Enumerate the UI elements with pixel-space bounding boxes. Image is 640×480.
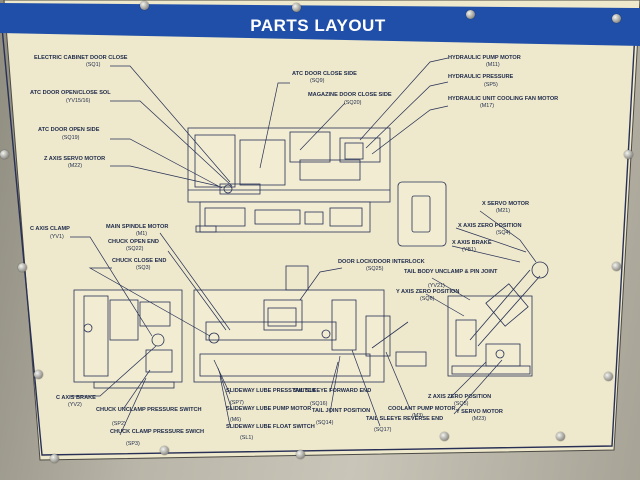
code-y-axis-zero-position: (SQ6) — [420, 296, 435, 302]
mounting-screw — [604, 372, 613, 381]
code-hydraulic-pump-motor: (M11) — [486, 62, 500, 68]
mounting-screw — [0, 150, 9, 159]
label-tail-sleeve-reverse-end: TAIL SLEEYE REVERSE END — [366, 416, 443, 422]
label-coolant-pump-motor: COOLANT PUMP MOTOR — [388, 406, 456, 412]
code-c-axis-clamp: (YV1) — [50, 234, 64, 240]
code-c-axis-brake: (YV2) — [68, 402, 82, 408]
label-hydraulic-pressure: HYDRAULIC PRESSURE — [448, 74, 514, 80]
code-slideway-lube-float-switch: (SL1) — [240, 435, 253, 441]
x-axis-slide — [485, 283, 529, 327]
label-electric-cabinet-door-close: ELECTRIC CABINET DOOR CLOSE — [34, 55, 128, 61]
mounting-screw — [296, 450, 305, 459]
left-side-view-machine — [73, 289, 183, 389]
code-x-axis-brake: (YB1) — [462, 247, 476, 253]
label-chuck-clamp-pressure-swich: CHUCK CLAMP PRESSURE SWICH — [110, 429, 204, 435]
label-slideway-lube-pump-motor: SLIDEWAY LUBE PUMP MOTOR — [226, 406, 311, 412]
x-servo-motor-unit — [531, 261, 549, 279]
code-atc-door-open-close-sol: (YV15/16) — [66, 98, 90, 104]
label-tail-joint-position: TAIL JOINT POSITION — [312, 408, 370, 414]
label-chuck-close-end: CHUCK CLOSE END — [112, 258, 166, 264]
label-x-axis-brake: X AXIS BRAKE — [452, 240, 492, 246]
label-tail-sleeve-forward-end: TAIL SLEEYE FORWARD END — [292, 388, 371, 394]
label-tail-body-unclamp-pin-joint: TAIL BODY UNCLAMP & PIN JOINT — [404, 269, 498, 275]
mounting-screw — [624, 150, 633, 159]
label-main-spindle-motor: MAIN SPINDLE MOTOR — [106, 224, 168, 230]
leader-lines — [70, 57, 537, 436]
left-view-body — [73, 289, 183, 383]
label-atc-door-open-close-sol: ATC DOOR OPEN/CLOSE SOL — [30, 90, 111, 96]
board-title: PARTS LAYOUT — [250, 16, 386, 35]
code-door-lock-door-interlock: (SQ25) — [366, 266, 384, 272]
code-z-axis-servo-motor: (M22) — [68, 163, 82, 169]
mounting-screw — [612, 262, 621, 271]
title-banner — [0, 3, 640, 46]
label-door-lock-door-interlock: DOOR LOCK/DOOR INTERLOCK — [338, 259, 425, 265]
label-magazine-door-close-side: MAGAZINE DOOR CLOSE SIDE — [308, 92, 392, 98]
label-x-axis-zero-position: X AXIS ZERO POSITION — [458, 223, 522, 229]
right-side-view-machine — [447, 261, 549, 377]
label-hydraulic-pump-motor: HYDRAULIC PUMP MOTOR — [448, 55, 521, 61]
front-view-body — [193, 289, 385, 383]
label-x-servo-motor: X SERVO MOTOR — [482, 201, 529, 207]
code-y-servo-motor: (M23) — [472, 416, 486, 422]
c-axis-unit — [151, 333, 165, 347]
label-hydraulic-unit-cooling-fan-motor: HYDRAULIC UNIT COOLING FAN MOTOR — [448, 96, 558, 102]
code-magazine-door-close-side: (SQ20) — [344, 100, 362, 106]
front-view-machine — [193, 265, 427, 383]
label-chuck-open-end: CHUCK OPEN END — [108, 239, 159, 245]
code-hydraulic-pressure: (SP5) — [484, 82, 498, 88]
code-tail-sleeve-reverse-end: (SQ17) — [374, 427, 392, 433]
right-view-body — [447, 295, 533, 377]
top-view-machine — [187, 127, 447, 247]
top-view-bed — [199, 201, 371, 233]
code-hydraulic-unit-cooling-fan-motor: (M17) — [480, 103, 494, 109]
code-atc-door-open-side: (SQ19) — [62, 135, 80, 141]
code-x-axis-zero-position: (SQ4) — [496, 230, 511, 236]
code-chuck-open-end: (SQ22) — [126, 246, 144, 252]
label-slideway-lube-press-switch: SLIDEWAY LUBE PRESS SWITCH — [226, 388, 316, 394]
callouts: ELECTRIC CABINET DOOR CLOSE (SQ1) ATC DO… — [30, 55, 558, 447]
code-atc-door-close-side: (SQ9) — [310, 78, 325, 84]
code-main-spindle-motor: (M1) — [136, 231, 147, 237]
mounting-screw — [160, 446, 169, 455]
label-y-axis-zero-position: Y AXIS ZERO POSITION — [396, 289, 459, 295]
hydraulic-unit — [344, 142, 364, 160]
code-tail-body-unclamp-pin-joint: (YV21) — [428, 283, 445, 289]
mounting-screw — [612, 14, 621, 23]
label-slideway-lube-float-switch: SLIDEWAY LUBE FLOAT SWITCH — [226, 424, 315, 430]
code-electric-cabinet-door-close: (SQ1) — [86, 62, 101, 68]
mounting-screw — [556, 432, 565, 441]
mounting-screw — [440, 432, 449, 441]
mounting-screw — [50, 454, 59, 463]
label-c-axis-clamp: C AXIS CLAMP — [30, 226, 70, 232]
code-tail-sleeve-forward-end: (SQ16) — [310, 401, 328, 407]
mounting-screw — [140, 1, 149, 10]
code-tail-joint-position: (SQ14) — [316, 420, 334, 426]
code-x-servo-motor: (M21) — [496, 208, 510, 214]
label-z-axis-zero-position: Z AXIS ZERO POSITION — [428, 394, 491, 400]
code-slideway-lube-pump-motor: (M6) — [230, 417, 241, 423]
chuck-area — [263, 299, 303, 331]
label-y-servo-motor: Y SERVO MOTOR — [456, 409, 503, 415]
code-z-axis-zero-position: (SQ5) — [454, 401, 469, 407]
label-chuck-unclamp-pressure-switch: CHUCK UNCLAMP PRESSURE SWITCH — [96, 407, 202, 413]
chip-conveyor-outline — [397, 181, 447, 247]
code-coolant-pump-motor: (M3) — [412, 413, 423, 419]
code-chuck-unclamp-pressure-switch: (SP2) — [112, 421, 126, 427]
mounting-screw — [18, 263, 27, 272]
code-chuck-close-end: (SQ3) — [136, 265, 151, 271]
label-atc-door-close-side: ATC DOOR CLOSE SIDE — [292, 71, 357, 77]
mounting-screw — [34, 370, 43, 379]
code-chuck-clamp-pressure-swich: (SP3) — [126, 441, 140, 447]
mounting-screw — [292, 3, 301, 12]
code-slideway-lube-press-switch: (SP7) — [230, 400, 244, 406]
label-atc-door-open-side: ATC DOOR OPEN SIDE — [38, 127, 100, 133]
atc-housing — [194, 134, 236, 188]
mounting-screw — [466, 10, 475, 19]
label-z-axis-servo-motor: Z AXIS SERVO MOTOR — [44, 156, 105, 162]
label-c-axis-brake: C AXIS BRAKE — [56, 395, 96, 401]
